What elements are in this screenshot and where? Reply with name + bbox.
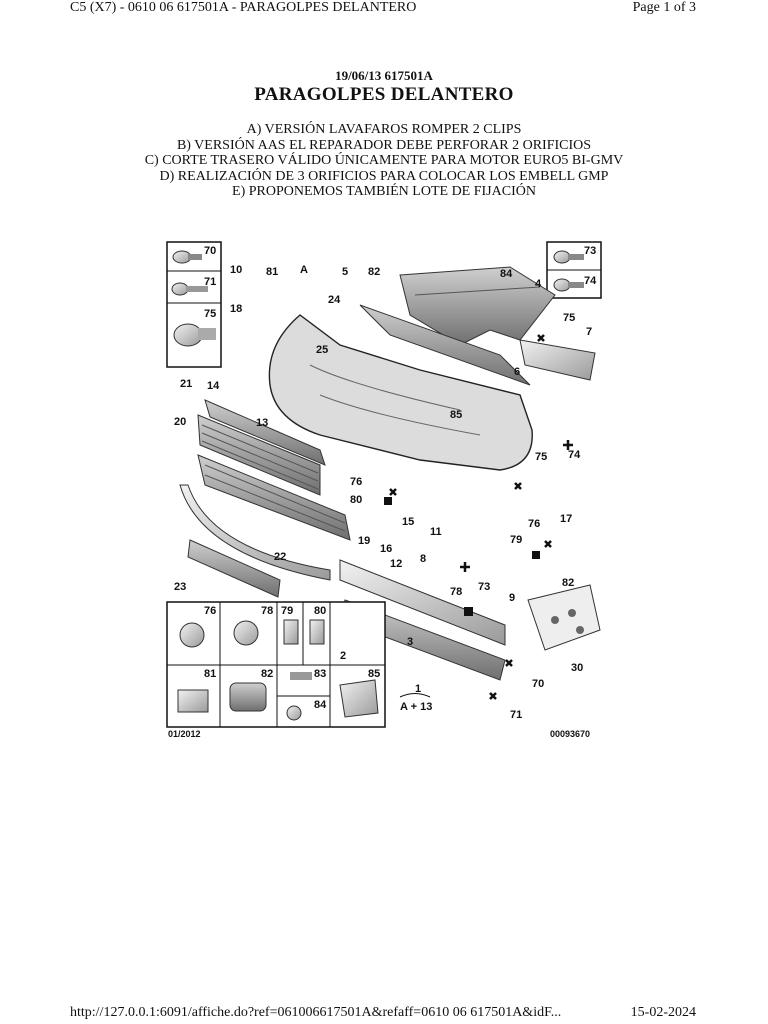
svg-text:70: 70	[532, 678, 544, 690]
svg-text:16: 16	[380, 543, 392, 555]
svg-text:81: 81	[204, 668, 216, 680]
bumper-skin-part	[268, 314, 533, 471]
svg-text:12: 12	[390, 558, 402, 570]
svg-text:71: 71	[204, 276, 216, 288]
page-number: Page 1 of 3	[632, 0, 696, 15]
exploded-parts-diagram: 70 71 75 73 74	[160, 235, 610, 745]
svg-text:22: 22	[274, 551, 286, 563]
document-subtitle: 19/06/13 617501A	[335, 68, 433, 83]
svg-text:76: 76	[350, 476, 362, 488]
svg-text:17: 17	[560, 513, 572, 525]
svg-text:79: 79	[281, 605, 293, 617]
note-item: A) VERSIÓN LAVAFAROS ROMPER 2 CLIPS	[246, 122, 522, 137]
svg-text:71: 71	[510, 709, 522, 721]
svg-text:74: 74	[568, 449, 581, 461]
upper-grille-part	[204, 399, 326, 466]
note-item: B) VERSIÓN AAS EL REPARADOR DEBE PERFORA…	[176, 137, 592, 153]
svg-text:84: 84	[314, 699, 327, 711]
svg-text:21: 21	[180, 378, 192, 390]
set-label: A + 13	[400, 701, 432, 713]
main-grille-part	[197, 414, 321, 496]
svg-text:2: 2	[340, 650, 346, 662]
fastener-legend-top-right: 73 74	[546, 241, 602, 299]
svg-text:74: 74	[584, 275, 597, 287]
footer-url: http://127.0.0.1:6091/affiche.do?ref=061…	[70, 1005, 562, 1020]
small-grille-part	[187, 539, 281, 598]
header-title: C5 (X7) - 0610 06 617501A - PARAGOLPES D…	[70, 0, 417, 15]
svg-text:73: 73	[478, 581, 490, 593]
svg-text:84: 84	[500, 268, 513, 280]
svg-text:25: 25	[316, 344, 328, 356]
svg-text:80: 80	[314, 605, 326, 617]
diagram-reference: 00093670	[550, 729, 590, 739]
svg-text:20: 20	[174, 416, 186, 428]
svg-text:3: 3	[407, 636, 413, 648]
svg-text:79: 79	[510, 534, 522, 546]
note-item: E) PROPONEMOS TAMBIÉN LOTE DE FIJACIÓN	[232, 184, 536, 200]
lower-grille-part	[197, 454, 351, 541]
upper-shroud-part	[399, 266, 556, 346]
svg-text:78: 78	[261, 605, 273, 617]
svg-text:85: 85	[450, 409, 462, 421]
svg-text:75: 75	[204, 308, 216, 320]
svg-text:82: 82	[368, 266, 380, 278]
fixing-kit-part	[527, 584, 601, 651]
svg-text:4: 4	[535, 278, 542, 290]
page-header: C5 (X7) - 0610 06 617501A - PARAGOLPES D…	[0, 0, 768, 20]
note-item: D) REALIZACIÓN DE 3 ORIFICIOS PARA COLOC…	[159, 168, 609, 184]
svg-text:A: A	[300, 264, 308, 276]
svg-text:6: 6	[514, 366, 520, 378]
svg-text:78: 78	[450, 586, 462, 598]
svg-text:1: 1	[415, 683, 421, 695]
svg-text:7: 7	[586, 326, 592, 338]
svg-text:82: 82	[261, 668, 273, 680]
svg-text:83: 83	[314, 668, 326, 680]
svg-text:70: 70	[204, 245, 216, 257]
svg-text:15: 15	[402, 516, 414, 528]
callout-labels: 10 81 A 5 82 84 4 24 18 75 7 25 21 14 6 …	[174, 264, 592, 721]
svg-text:75: 75	[563, 312, 575, 324]
svg-text:30: 30	[571, 662, 583, 674]
svg-text:81: 81	[266, 266, 278, 278]
svg-text:18: 18	[230, 303, 242, 315]
svg-text:8: 8	[420, 553, 426, 565]
diagram-date: 01/2012	[168, 729, 201, 739]
svg-text:10: 10	[230, 264, 242, 276]
svg-text:9: 9	[509, 592, 515, 604]
svg-text:19: 19	[358, 535, 370, 547]
svg-text:13: 13	[256, 417, 268, 429]
note-item: C) CORTE TRASERO VÁLIDO ÚNICAMENTE PARA …	[144, 153, 624, 169]
marker-symbols	[384, 334, 573, 700]
svg-text:5: 5	[342, 266, 348, 278]
svg-text:75: 75	[535, 451, 547, 463]
svg-text:73: 73	[584, 245, 596, 257]
notes-list: A) VERSIÓN LAVAFAROS ROMPER 2 CLIPS B) V…	[0, 122, 768, 200]
svg-text:85: 85	[368, 668, 380, 680]
absorber-part	[359, 304, 531, 386]
document-title: PARAGOLPES DELANTERO	[254, 84, 514, 105]
svg-text:80: 80	[350, 494, 362, 506]
svg-text:14: 14	[207, 380, 220, 392]
svg-text:76: 76	[528, 518, 540, 530]
svg-text:76: 76	[204, 605, 216, 617]
side-bracket-part	[519, 339, 596, 381]
svg-text:24: 24	[328, 294, 341, 306]
footer-date: 15-02-2024	[630, 1005, 696, 1020]
fastener-legend-bottom: 76 78 79 80 81 82 83 85 84	[166, 601, 386, 728]
svg-text:23: 23	[174, 581, 186, 593]
reinforcement-beam-part	[339, 559, 506, 646]
fastener-legend-top-left: 70 71 75	[166, 241, 222, 368]
svg-text:82: 82	[562, 577, 574, 589]
svg-text:11: 11	[430, 526, 442, 538]
spoiler-strip-part	[179, 484, 331, 581]
